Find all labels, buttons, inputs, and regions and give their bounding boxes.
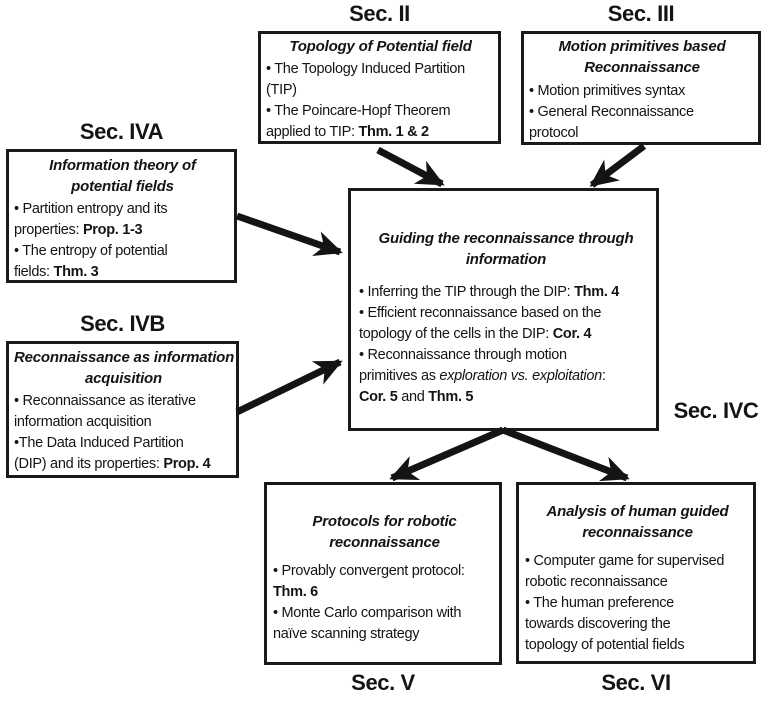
section-label-sec4c: Sec. IVC xyxy=(673,398,759,423)
bullet-item: • Motion primitives syntax xyxy=(529,83,686,99)
section-label-sec2: Sec. II xyxy=(349,1,410,26)
arrow-sec4b-to-center xyxy=(235,358,343,416)
section-label-sec5: Sec. V xyxy=(351,670,415,695)
section-label-sec6: Sec. VI xyxy=(601,670,671,695)
arrow-center-to-sec5 xyxy=(389,426,505,482)
box-topology-of-potential-field: Topology of Potential field • The Topolo… xyxy=(258,31,501,144)
bullet-item: • The Topology Induced Partition(TIP) xyxy=(266,61,465,98)
box-body: • Provably convergent protocol:Thm. 6 • M… xyxy=(273,561,496,645)
section-label-sec4a: Sec. IVA xyxy=(79,119,164,144)
arrow-sec2-to-center xyxy=(376,146,445,188)
bullet-item: • Provably convergent protocol:Thm. 6 xyxy=(273,563,465,600)
section-label-sec3: Sec. III xyxy=(607,1,675,26)
arrow-center-to-sec6 xyxy=(501,426,630,482)
box-body: • Inferring the TIP through the DIP: Thm… xyxy=(359,282,653,408)
section-label-sec4b: Sec. IVB xyxy=(80,311,165,336)
box-title: Topology of Potential field xyxy=(289,38,472,55)
bullet-item: •The Data Induced Partition(DIP) and its… xyxy=(14,435,211,472)
box-body: • Motion primitives syntax • General Reco… xyxy=(529,81,755,144)
arrow-sec4a-to-center xyxy=(235,212,343,257)
box-body: • The Topology Induced Partition(TIP) • T… xyxy=(266,59,495,143)
arrow-sec3-to-center xyxy=(589,143,647,188)
bullet-item: • Inferring the TIP through the DIP: Thm… xyxy=(359,284,620,300)
